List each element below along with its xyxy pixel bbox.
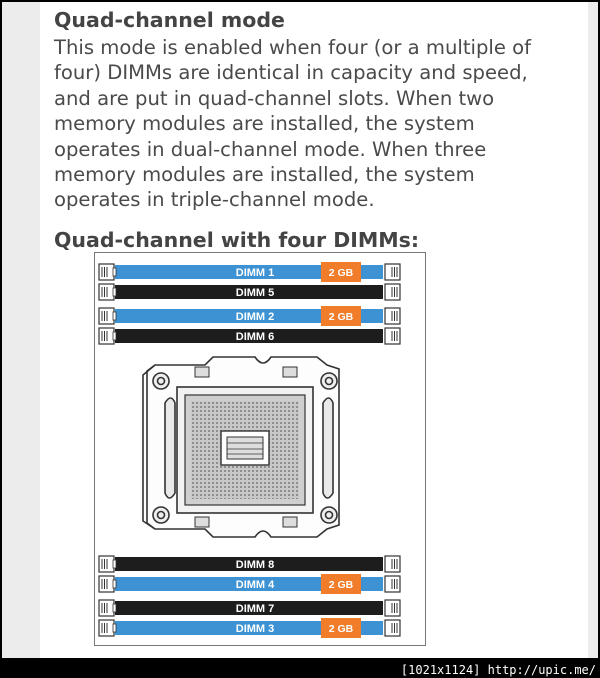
dimm-slot-body [115,265,383,279]
left-margin [2,2,40,658]
paragraph-line: This mode is enabled when four (or a mul… [54,36,532,59]
description-paragraph: This mode is enabled when four (or a mul… [54,35,584,213]
dimm-slot-body [115,285,383,299]
right-scrollbar[interactable] [588,2,598,658]
slot-notch [112,287,117,297]
slot-latch [98,599,115,617]
slot-notch [112,311,117,321]
paragraph-line: and are put in quad-channel slots. When … [54,86,495,110]
paragraph-line: operates in triple-channel mode. [54,188,375,212]
dimm-slot: DIMM 7 [98,599,401,617]
dimm-slot-label: DIMM 5 [236,287,275,299]
dimm-slot-label: DIMM 1 [236,267,275,279]
paragraph-line: four) DIMMs are identical in capacity an… [54,61,528,85]
memory-module-label: 2 GB [329,579,354,591]
slot-notch [112,623,117,633]
dimm-slots: DIMM 1 2 GB DIMM 5 DIMM 2 2 GB DIMM 6 DIMM 8 DI… [98,262,401,638]
dimm-slot: DIMM 1 2 GB [98,262,401,282]
dimm-slot: DIMM 5 [98,283,401,301]
memory-module [321,306,361,326]
memory-module [321,618,361,638]
memory-module [321,574,361,594]
dimm-slot-body [115,601,383,615]
slot-latch [384,599,401,617]
slot-latch [384,263,401,281]
dimm-slot: DIMM 8 [98,555,401,573]
slot-latch [384,619,401,637]
slot-notch [112,331,117,341]
slot-notch [112,559,117,569]
slot-latch [384,555,401,573]
slot-latch [98,555,115,573]
paragraph-line: operates in dual-channel mode. When thre… [54,137,487,161]
dimm-slot-label: DIMM 2 [236,311,275,323]
memory-module-label: 2 GB [329,311,354,323]
dimm-slot-label: DIMM 6 [236,331,275,343]
motherboard-diagram: DIMM 1 2 GB DIMM 5 DIMM 2 2 GB DIMM 6 DIMM 8 DI… [98,262,401,638]
slot-latch [384,283,401,301]
dimm-slot: DIMM 4 2 GB [98,574,401,594]
paragraph-line: memory modules are installed, the system [54,112,475,136]
dimm-slot-label: DIMM 8 [236,559,275,571]
slot-latch [384,327,401,345]
slot-notch [112,579,117,589]
memory-slot-diagram: DIMM 1 2 GB DIMM 5 DIMM 2 2 GB DIMM 6 DIMM 8 DI… [94,252,426,646]
memory-module [321,262,361,282]
document-content: Quad-channel mode This mode is enabled w… [40,2,588,658]
dimm-slot-label: DIMM 4 [236,579,275,591]
slot-latch [98,263,115,281]
slot-latch [98,575,115,593]
dimm-slot: DIMM 2 2 GB [98,306,401,326]
dimm-slot-body [115,621,383,635]
slot-latch [384,575,401,593]
slot-latch [98,307,115,325]
dimm-slot-body [115,309,383,323]
dimm-slot-body [115,329,383,343]
slot-notch [112,267,117,277]
dimm-slot: DIMM 6 [98,327,401,345]
slot-latch [98,327,115,345]
slot-latch [384,307,401,325]
slot-latch [98,283,115,301]
memory-module-label: 2 GB [329,623,354,635]
slot-notch [112,603,117,613]
dimm-slot-label: DIMM 7 [236,603,275,615]
dimm-slot: DIMM 3 2 GB [98,618,401,638]
slot-latch [98,619,115,637]
dimm-slot-body [115,557,383,571]
watermark: [1021x1124] http://upic.me/ [400,663,596,677]
diagram-heading: Quad-channel with four DIMMs: [54,228,420,252]
cpu-socket [142,356,340,538]
section-heading: Quad-channel mode [54,8,285,32]
paragraph-line: memory modules are installed, the system [54,163,475,187]
dimm-slot-body [115,577,383,591]
memory-module-label: 2 GB [329,267,354,279]
dimm-slot-label: DIMM 3 [236,623,275,635]
